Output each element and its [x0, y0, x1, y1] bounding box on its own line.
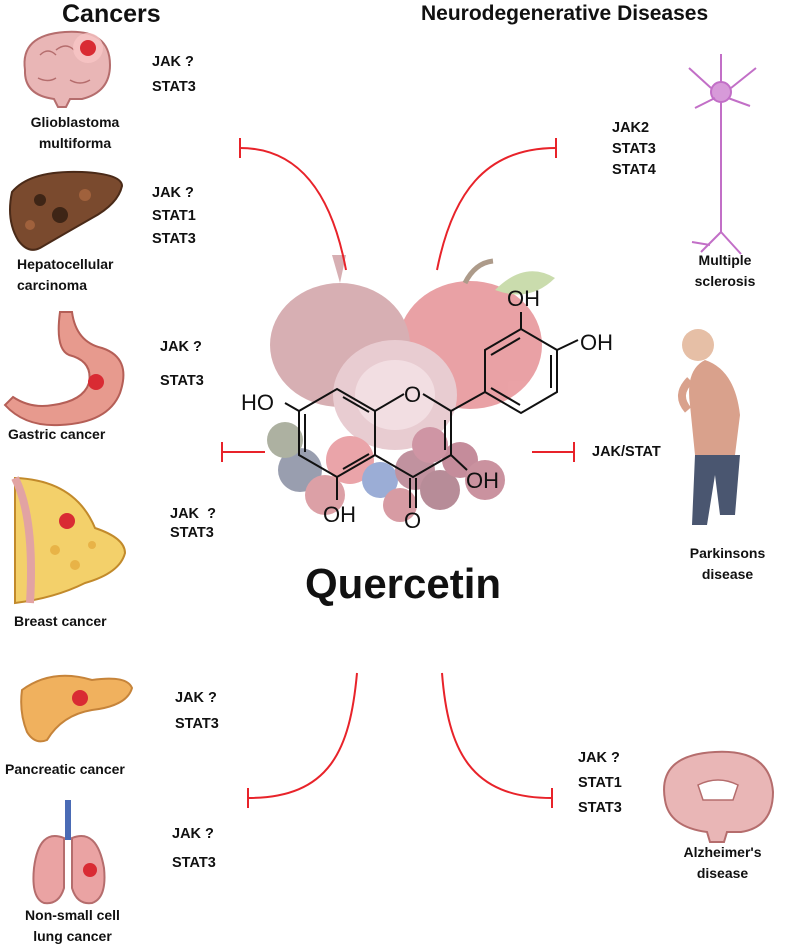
liver-icon — [9, 170, 124, 251]
breast-pathway-line1: JAK ? STAT3 — [170, 506, 216, 541]
nsclc-label: Non-small cell lung cancer — [25, 907, 120, 944]
oh-middle-label: OH — [466, 468, 499, 493]
breast-label: Breast cancer — [14, 613, 107, 629]
glioblastoma-label: Glioblastoma multiforma — [30, 114, 120, 151]
inhibit-arrow-bottom-right — [441, 672, 553, 808]
gastric-pathway: JAK ? STAT3 — [160, 339, 204, 389]
lungs-icon — [32, 800, 106, 905]
compound-title: Quercetin — [305, 560, 502, 607]
food-background — [267, 255, 555, 522]
inhibit-arrow-mid-left — [221, 442, 265, 462]
neuron-icon — [688, 54, 757, 255]
carbonyl-oxygen-label: O — [404, 508, 421, 533]
alzheimers-label: Alzheimer's disease — [683, 844, 762, 881]
brain-section-icon — [663, 750, 775, 843]
elderly-person-icon — [678, 329, 740, 525]
breast-icon — [11, 476, 127, 605]
pancreatic-label: Pancreatic cancer — [5, 761, 125, 777]
ring-oxygen-label: O — [404, 382, 421, 407]
glioblastoma-pathway: JAK ? STAT3 — [152, 54, 196, 95]
oh-top-label: OH — [507, 286, 540, 311]
ho-left-label: HO — [241, 390, 274, 415]
parkinsons-pathway: JAK/STAT — [592, 444, 661, 460]
multiple-sclerosis-label: Multiple sclerosis — [694, 252, 756, 289]
inhibit-arrow-top-right — [436, 138, 557, 271]
alzheimers-pathway: JAK ? STAT1 STAT3 — [578, 750, 622, 816]
pancreatic-pathway: JAK ? STAT3 — [175, 690, 219, 732]
hepatocellular-pathway: JAK ? STAT1 STAT3 — [152, 185, 196, 247]
gastric-label: Gastric cancer — [8, 426, 106, 442]
inhibit-arrow-bottom-left — [247, 672, 358, 808]
cancers-heading: Cancers — [62, 0, 161, 28]
quercetin-structure — [284, 312, 579, 508]
oh-right-label: OH — [580, 330, 613, 355]
parkinsons-label: Parkinsons disease — [689, 545, 766, 582]
neurodegenerative-heading: Neurodegenerative Diseases — [421, 2, 709, 25]
hepatocellular-label: Hepatocellular carcinoma — [17, 256, 114, 293]
nsclc-pathway: JAK ? STAT3 — [172, 826, 216, 871]
brain-icon — [23, 30, 112, 108]
inhibit-arrow-mid-right — [532, 442, 575, 462]
pancreas-icon — [20, 674, 134, 743]
multiple-sclerosis-pathway: JAK2 STAT3 STAT4 — [612, 120, 656, 178]
stomach-icon — [3, 311, 125, 427]
inhibition-arrows — [221, 138, 575, 808]
inhibit-arrow-top-left — [239, 138, 347, 271]
oh-bottom-label: OH — [323, 502, 356, 527]
